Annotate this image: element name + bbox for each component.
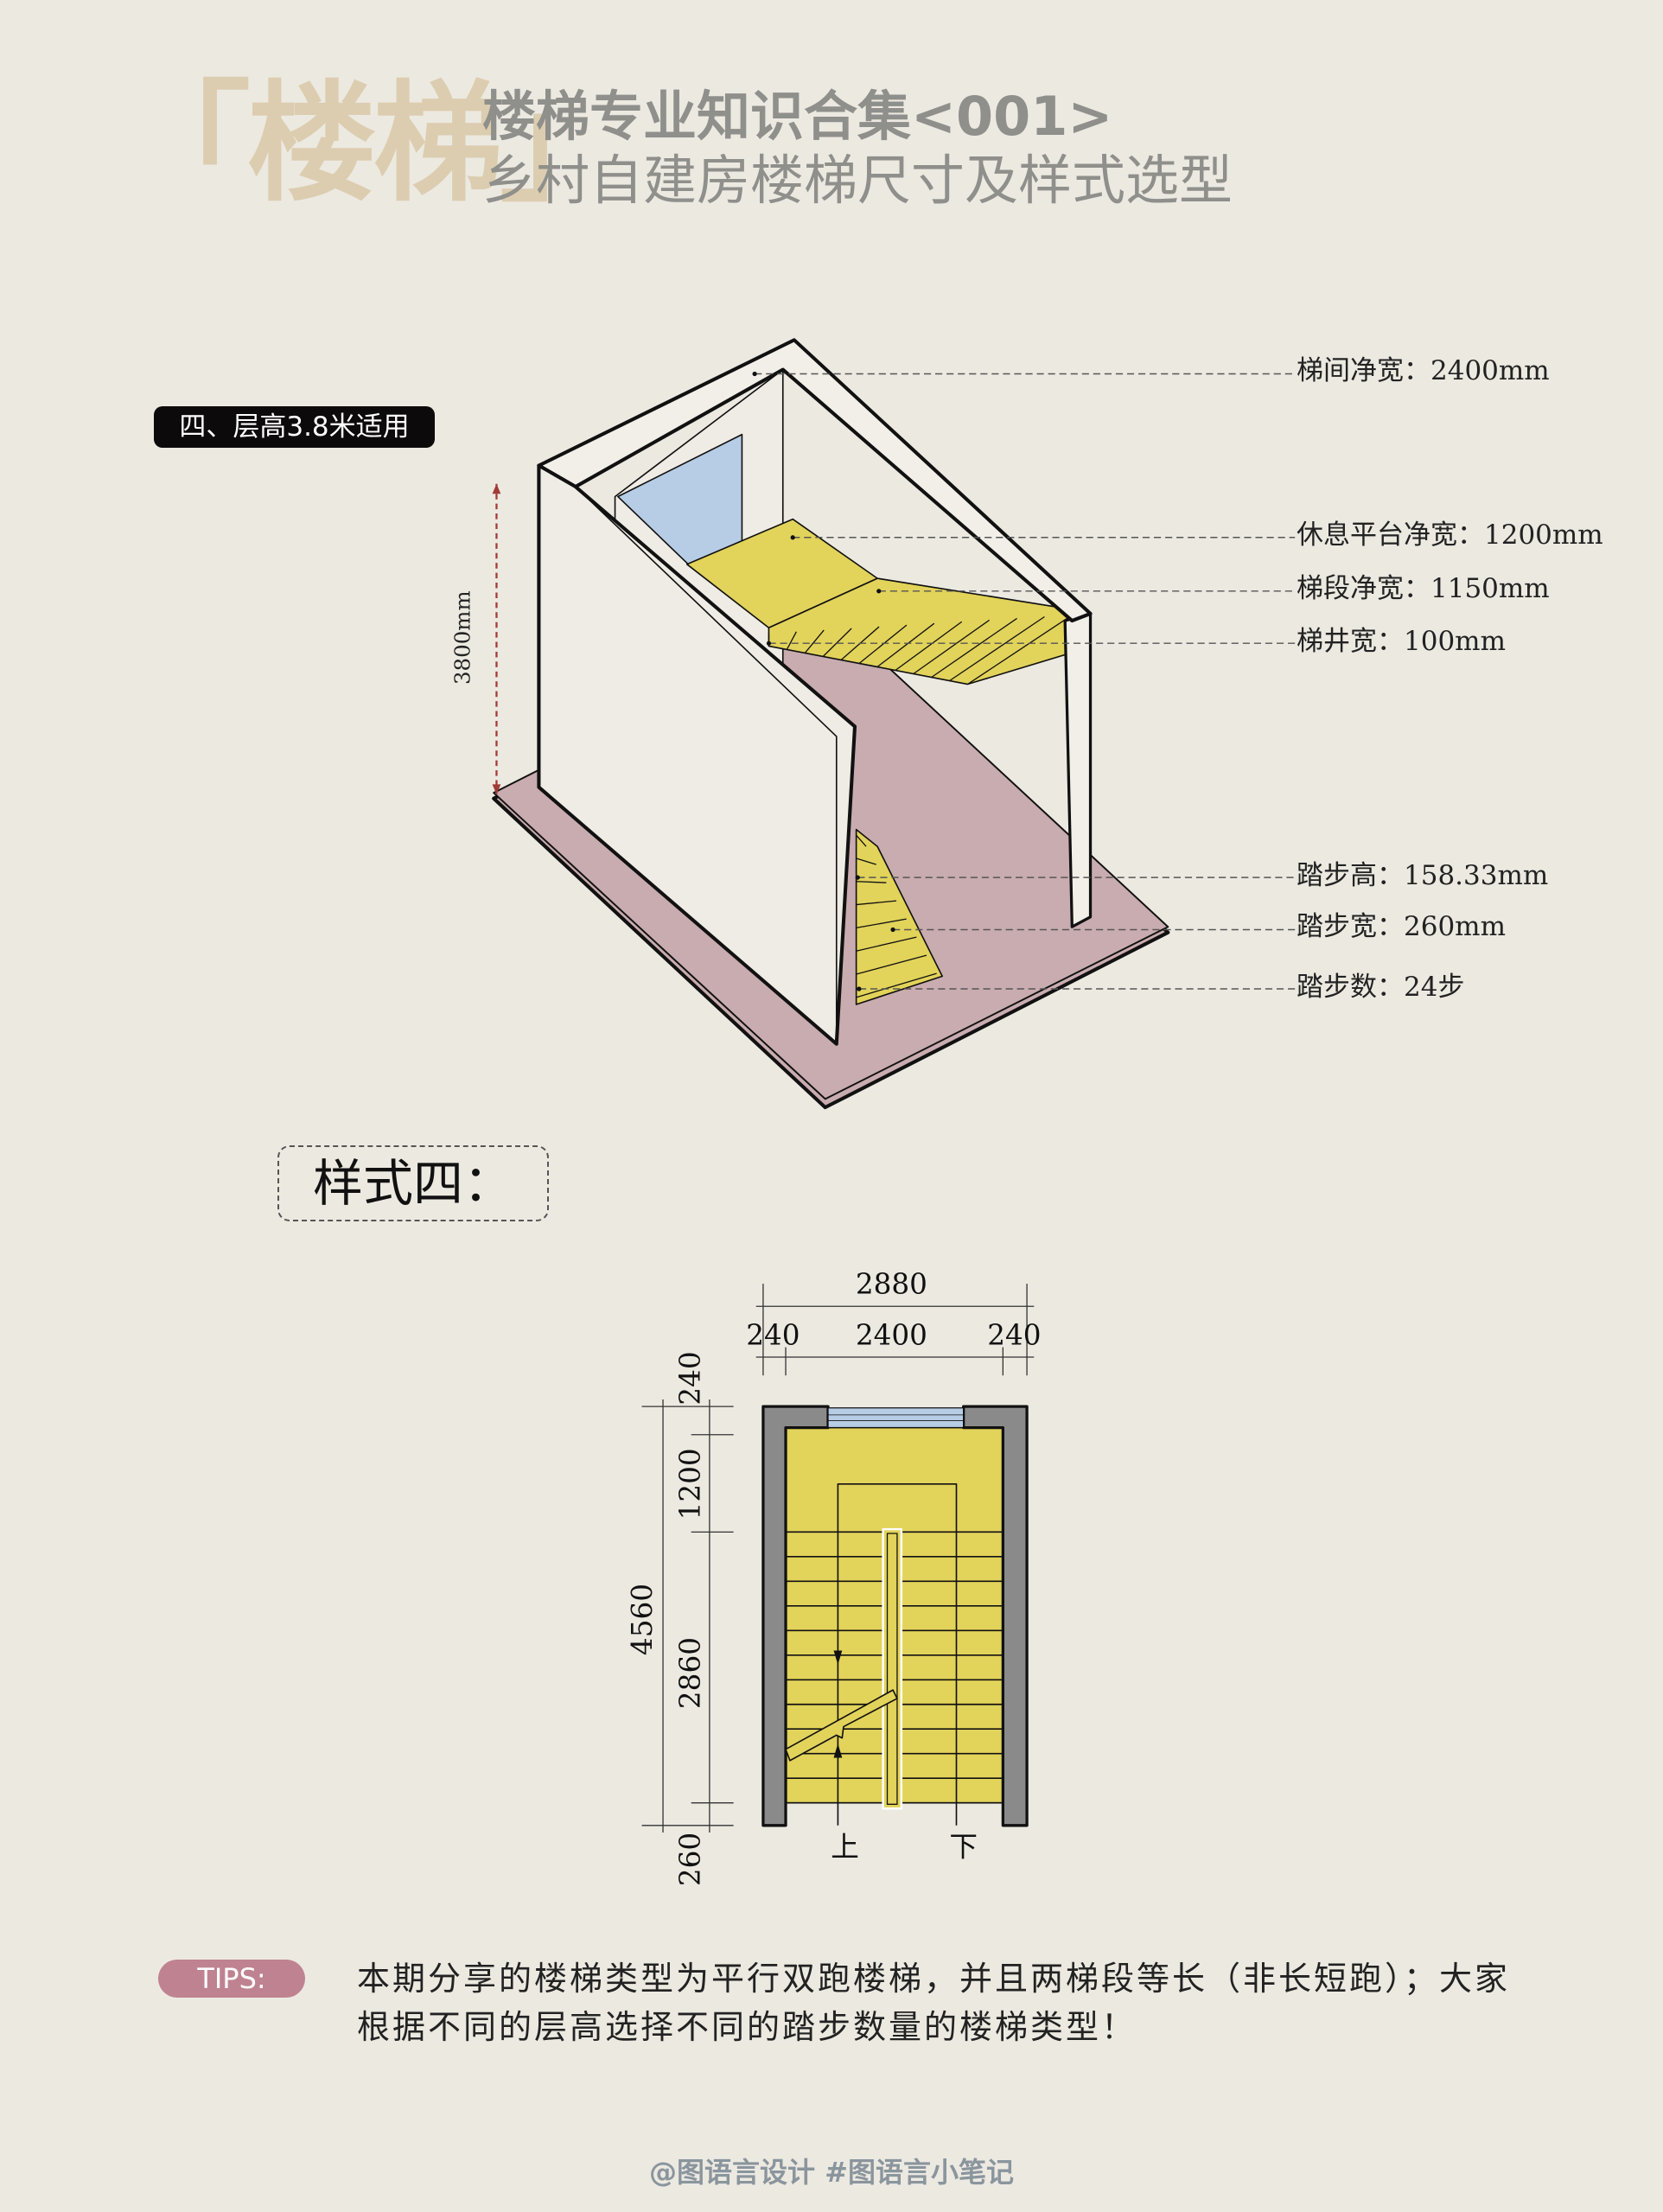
floor-plan: 2880 240 2400 240 4560 240 1200 2860 260… (626, 1268, 1042, 1887)
label-step-count: 踏步数：24步 (1297, 972, 1465, 1003)
label-stairwell-width: 梯间净宽：2400mm (1297, 355, 1550, 386)
side-wall (537, 463, 857, 1046)
iso-step-line (876, 622, 935, 668)
leader-dot (855, 875, 860, 880)
tips-line: 本期分享的楼梯类型为平行双跑楼梯，并且两梯段等长（非长短跑）；大家 (357, 1960, 1511, 1998)
up-label: 上 (831, 1831, 859, 1864)
down-label: 下 (949, 1831, 978, 1864)
iso-step-line (856, 857, 876, 865)
tips-badge: TIPS: (158, 1960, 305, 1998)
leader-dot (790, 535, 795, 540)
leader-dot (766, 641, 772, 646)
dim-top-wall: 240 (673, 1351, 706, 1405)
section-badge: 四、层高3.8米适用 (154, 406, 435, 448)
wall-left (761, 1405, 830, 1827)
label-flight-width: 梯段净宽：1150mm (1297, 573, 1550, 604)
lower-flight (855, 828, 943, 1005)
iso-step-line (856, 900, 897, 906)
footer-credit: @图语言设计 #图语言小笔记 (649, 2156, 1014, 2189)
iso-step-line (856, 918, 907, 929)
dim-total-width: 2880 (856, 1268, 927, 1301)
leader-dot (890, 927, 895, 933)
iso-step-line (856, 936, 917, 952)
iso-step-line (822, 628, 852, 657)
leader-dot (857, 986, 862, 991)
label-well-width: 梯井宽：100mm (1297, 626, 1506, 657)
plan-window (827, 1407, 965, 1429)
label-landing-width: 休息平台净宽：1200mm (1297, 520, 1603, 551)
iso-step-line (931, 617, 1017, 679)
iso-step-line (856, 881, 887, 883)
iso-step-line (913, 619, 991, 675)
label-step-width: 踏步宽：260mm (1297, 911, 1506, 942)
dim-bottom: 260 (673, 1833, 706, 1886)
iso-step-line (856, 954, 927, 975)
iso-step-line (967, 615, 1073, 685)
brand-title: 「楼梯」 (121, 69, 629, 220)
tips-line: 根据不同的层高选择不同的踏步数量的楼梯类型！ (357, 2008, 1137, 2046)
dim-wall-left: 240 (746, 1318, 800, 1351)
label-step-height: 踏步高：158.33mm (1297, 860, 1549, 891)
dim-wall-right: 240 (987, 1318, 1041, 1351)
iso-step-line (786, 631, 797, 650)
leader-dot (752, 371, 757, 377)
iso-step-line (856, 972, 937, 998)
dim-flight: 2860 (673, 1637, 706, 1709)
iso-step-line (949, 615, 1045, 682)
leader-dot (876, 589, 882, 594)
page-title: 楼梯专业知识合集<001> (482, 85, 1113, 148)
dim-total-depth: 4560 (626, 1584, 659, 1655)
iso-step-line (858, 624, 908, 664)
handrail (882, 1527, 903, 1810)
height-dim-label: 3800mm (449, 590, 475, 685)
iso-step-line (856, 834, 867, 847)
dim-landing: 1200 (673, 1448, 706, 1520)
iso-step-line (804, 629, 825, 653)
style-title: 样式四： (277, 1145, 549, 1221)
page-subtitle: 乡村自建房楼梯尺寸及样式选型 (482, 149, 1233, 212)
iso-step-line (895, 621, 963, 672)
isometric-stair-view: 3800mm (449, 338, 1296, 1110)
dim-clear-width: 2400 (856, 1318, 927, 1351)
